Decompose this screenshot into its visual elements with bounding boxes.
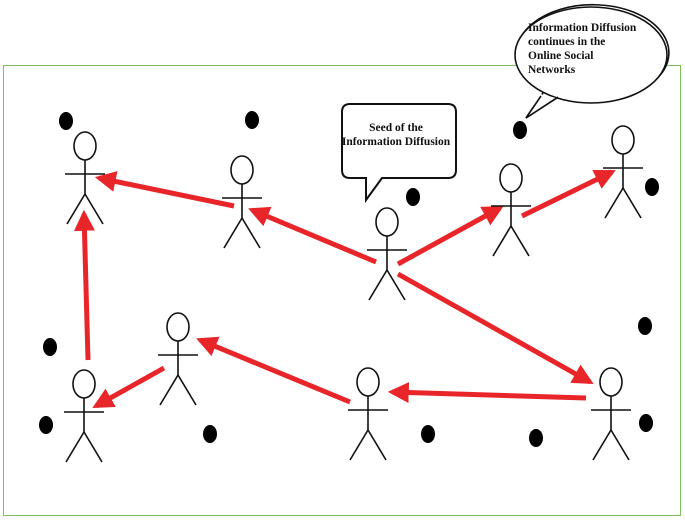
person-right-leg: [83, 431, 103, 463]
arrow-seed-to-upper-mid-left: [248, 206, 377, 265]
person-right-leg: [367, 429, 387, 461]
inactive-users: [39, 111, 659, 447]
arrow-seed-to-upper-right-1: [396, 205, 504, 267]
seed-speech-bubble: [341, 103, 457, 204]
inactive-user-dot: [638, 317, 652, 335]
person-right-leg: [241, 217, 261, 249]
arrow-lower-far-left-to-top-left: [73, 209, 95, 361]
person-left-leg: [592, 429, 612, 461]
person-left-leg: [159, 374, 179, 406]
inactive-user-dot: [39, 416, 53, 434]
seed-callout-text: Seed of the Information Diffusion: [340, 121, 452, 149]
person-lower-right: [591, 367, 631, 461]
continue-callout-line-2: continues in the: [528, 36, 606, 48]
person-head: [166, 312, 190, 342]
arrow-lower-mid-to-lower-left: [196, 336, 351, 405]
person-left-leg: [223, 217, 243, 249]
person-top-left: [65, 131, 105, 225]
person-left-leg: [66, 193, 86, 225]
inactive-user-dot: [203, 425, 217, 443]
person-right-leg: [84, 193, 104, 225]
person-lower-mid: [348, 367, 388, 461]
inactive-user-dot: [645, 178, 659, 196]
arrow-seed-to-lower-right: [396, 271, 594, 385]
person-left-leg: [492, 225, 512, 257]
person-lower-left: [158, 312, 198, 406]
person-head: [611, 125, 635, 155]
arrow-lower-right-to-lower-mid: [387, 382, 587, 404]
person-head: [499, 163, 523, 193]
person-right-leg: [510, 225, 530, 257]
person-left-leg: [604, 187, 624, 219]
person-right-leg: [622, 187, 642, 219]
person-lower-far-left: [64, 369, 104, 463]
seed-callout-line-2: Information Diffusion: [341, 136, 451, 148]
person-right-leg: [386, 269, 406, 301]
inactive-user-dot: [529, 429, 543, 447]
person-head: [72, 369, 96, 399]
person-right-leg: [610, 429, 630, 461]
arrow-upper-mid-left-to-top-left: [94, 171, 235, 209]
continue-bubble-tail-fill: [526, 94, 556, 118]
inactive-user-dot: [639, 414, 653, 432]
person-upper-right-1: [491, 163, 531, 257]
person-left-leg: [368, 269, 388, 301]
continue-callout-line-3: Online Social: [528, 50, 594, 62]
continue-callout-line-1: Information Diffusion: [528, 22, 637, 34]
social-network-frame: [3, 65, 681, 516]
inactive-user-dot: [245, 111, 259, 129]
seed-callout-line-1: Seed of the: [369, 122, 423, 134]
inactive-user-dot: [59, 112, 73, 130]
person-head: [356, 367, 380, 397]
person-left-leg: [349, 429, 369, 461]
person-seed: [367, 207, 407, 301]
arrow-upper-right-1-to-upper-right-2: [520, 169, 616, 219]
inactive-user-dot: [43, 338, 57, 356]
continue-bubble-tail: [525, 95, 559, 119]
inactive-user-dot: [513, 121, 527, 139]
person-head: [375, 207, 399, 237]
diffusion-arrows: [73, 169, 616, 409]
inactive-user-dot: [406, 188, 420, 206]
inactive-user-dot: [421, 425, 435, 443]
person-upper-right-2: [603, 125, 643, 219]
person-upper-mid-left: [222, 155, 262, 249]
continue-bubble-oval: [514, 6, 668, 104]
user-figures: [64, 125, 643, 463]
person-left-leg: [65, 431, 85, 463]
speech-bubbles: [341, 3, 670, 204]
continue-callout-line-4: Networks: [528, 64, 576, 76]
arrow-lower-left-to-lower-far-left: [92, 365, 166, 409]
person-head: [73, 131, 97, 161]
continue-callout-text: Information Diffusion continues in the O…: [528, 21, 646, 77]
person-head: [599, 367, 623, 397]
person-right-leg: [177, 374, 197, 406]
person-head: [230, 155, 254, 185]
